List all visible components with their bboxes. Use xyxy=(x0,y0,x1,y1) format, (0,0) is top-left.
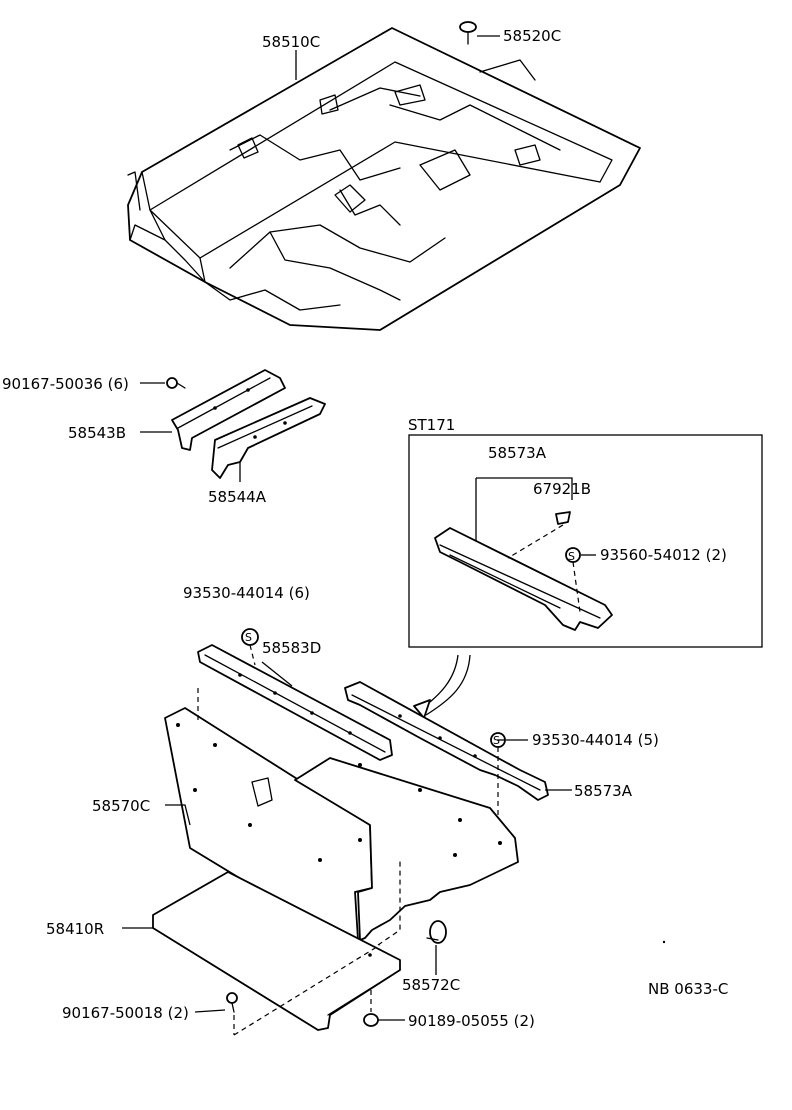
inset-arrow xyxy=(413,654,471,719)
diagram-code: NB 0633-C xyxy=(648,980,728,998)
rail-58573A-drawing xyxy=(344,681,549,801)
label-90167-50018: 90167-50018 (2) xyxy=(62,1004,189,1022)
bracket-58543B-drawing xyxy=(171,369,286,451)
bolt-icon xyxy=(166,377,178,389)
label-58520C: 58520C xyxy=(503,27,561,45)
label-58583D: 58583D xyxy=(262,639,321,657)
clip-mark-inset: S xyxy=(568,550,575,563)
clip-58520C-drawing xyxy=(459,21,500,45)
bolt-90167-50018-drawing xyxy=(226,944,381,1036)
grommet-icon xyxy=(429,920,447,944)
label-93560-54012: 93560-54012 (2) xyxy=(600,546,727,564)
strip-58583D-drawing xyxy=(197,644,393,761)
bolt-icon xyxy=(226,992,238,1004)
label-93530-44014-5: 93530-44014 (5) xyxy=(532,731,659,749)
clip-mark-5: S xyxy=(493,734,500,747)
clip-icon xyxy=(459,21,477,33)
floor-carpet-drawing xyxy=(127,27,641,331)
grommet-58572C-drawing xyxy=(426,920,447,975)
label-58410R: 58410R xyxy=(46,920,104,938)
inset-title: ST171 xyxy=(408,416,455,434)
clip-93530-44014-6-drawing xyxy=(241,628,259,666)
inset-box xyxy=(408,434,763,648)
bracket-58544A-drawing xyxy=(211,397,326,479)
label-58544A: 58544A xyxy=(208,488,267,506)
label-58573A: 58573A xyxy=(574,782,633,800)
bolt-90167-50036-drawing xyxy=(166,377,186,389)
label-58510C: 58510C xyxy=(262,33,320,51)
label-58543B: 58543B xyxy=(68,424,126,442)
label-90189-05055: 90189-05055 (2) xyxy=(408,1012,535,1030)
clip-mark-6: S xyxy=(245,631,252,644)
label-58570C: 58570C xyxy=(92,797,150,815)
tray-58410R-drawing xyxy=(152,871,401,1031)
label-93530-44014-6: 93530-44014 (6) xyxy=(183,584,310,602)
nut-90189-05055-drawing xyxy=(363,990,405,1027)
label-90167-50036: 90167-50036 (6) xyxy=(2,375,129,393)
label-58572C: 58572C xyxy=(402,976,460,994)
label-inset-58573A: 58573A xyxy=(488,444,547,462)
label-67921B: 67921B xyxy=(533,480,591,498)
leader-lines xyxy=(122,50,572,1013)
